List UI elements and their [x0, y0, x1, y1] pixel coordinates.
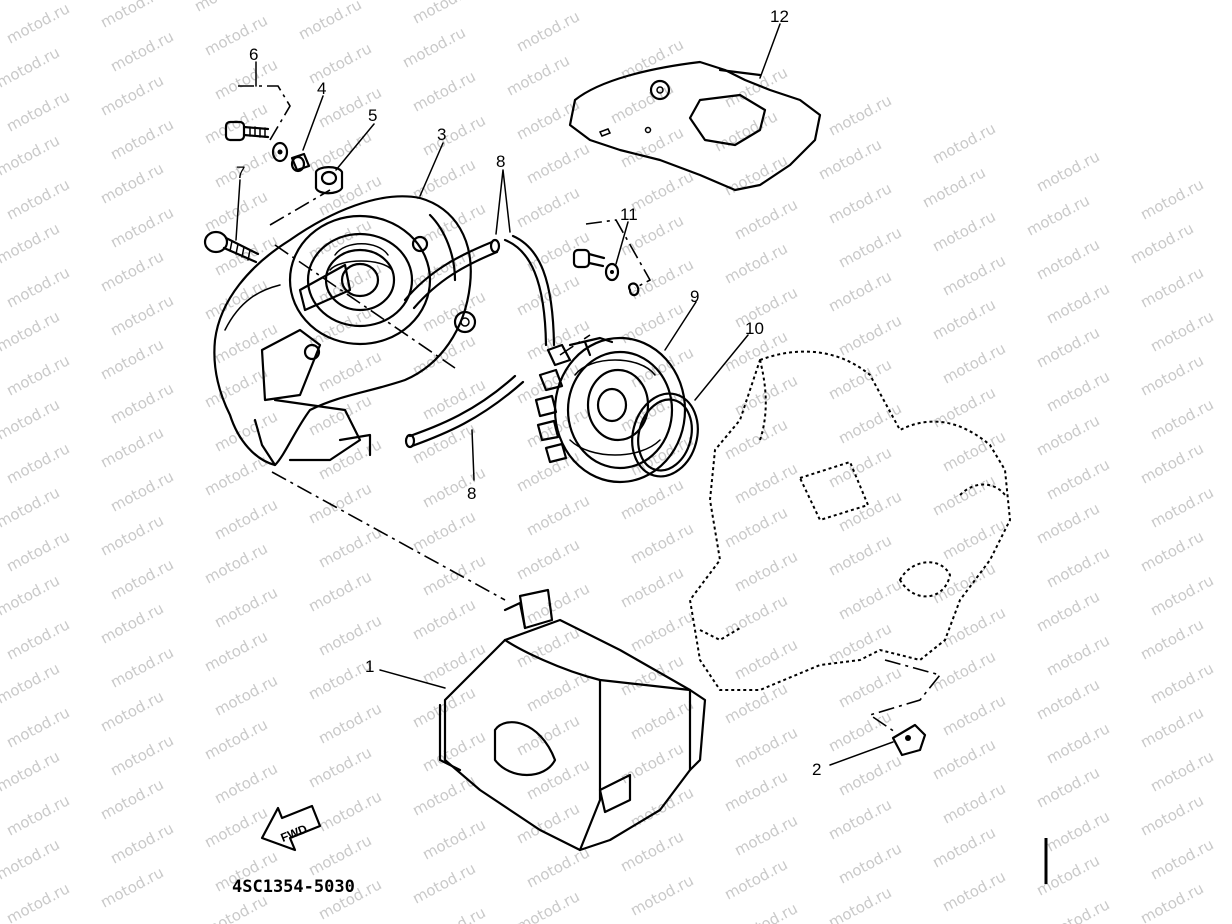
part-code: 4SC1354-5030 [232, 877, 355, 897]
fwd-label: FWD [279, 822, 310, 845]
part-6-bolt [224, 120, 270, 142]
callout-6: 6 [249, 45, 258, 64]
bracket-2 [868, 659, 942, 733]
part-11-washers [604, 262, 640, 297]
engine-crankcase [688, 350, 1012, 691]
callout-1: 1 [365, 657, 374, 676]
callout-8-top: 8 [496, 152, 505, 171]
fwd-arrow-icon: FWD [260, 804, 322, 852]
part-11-bolt [572, 248, 606, 269]
part-8-hose-upper [403, 234, 556, 347]
part-5-grommet [314, 166, 344, 195]
callout-7: 7 [236, 163, 245, 182]
callout-10: 10 [745, 319, 764, 338]
part-2-clamp [891, 723, 927, 757]
part-12-shroud-plate [568, 60, 822, 192]
alignment-line-9 [559, 334, 591, 356]
part-4-collar [290, 152, 311, 173]
part-7-screw [203, 230, 260, 264]
leader-lines [235, 23, 894, 766]
bracket-6 [238, 85, 291, 141]
part-1-lower-cover [438, 588, 707, 852]
callout-5: 5 [368, 106, 377, 125]
callout-2: 2 [812, 760, 821, 779]
callout-11: 11 [620, 205, 638, 224]
part-3-fan-housing [213, 195, 477, 467]
bracket-11 [585, 219, 652, 289]
alignment-line-3 [269, 189, 456, 369]
callout-9: 9 [690, 287, 699, 306]
callout-3: 3 [437, 125, 446, 144]
part-8-hose-lower [404, 374, 525, 449]
callout-4: 4 [317, 79, 326, 98]
callout-8-bottom: 8 [467, 484, 476, 503]
part-6-washer [271, 141, 289, 163]
part-10-o-ring [631, 392, 699, 478]
alignment-line-1 [271, 471, 506, 601]
callout-12: 12 [770, 7, 789, 26]
part-9-fan [534, 336, 687, 484]
